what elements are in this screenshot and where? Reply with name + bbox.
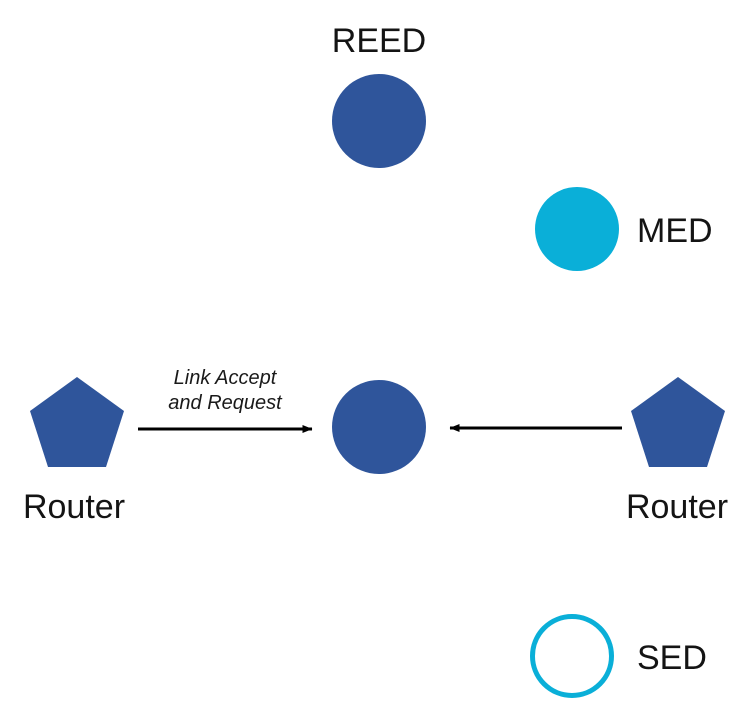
sed-label: SED <box>637 639 707 677</box>
node-router-right[interactable]: Router <box>626 377 728 526</box>
sed-circle-outline-icon[interactable] <box>530 614 614 698</box>
node-leader-center[interactable] <box>332 380 426 474</box>
reed-circle-icon[interactable] <box>332 74 426 168</box>
leader-circle-icon[interactable] <box>332 380 426 474</box>
router-right-pentagon-icon[interactable] <box>631 377 725 467</box>
node-sed[interactable]: SED <box>530 614 707 698</box>
med-circle-icon[interactable] <box>535 187 619 271</box>
node-router-left[interactable]: Router <box>23 377 125 526</box>
router-left-label: Router <box>23 488 125 526</box>
med-label: MED <box>637 212 713 250</box>
router-left-pentagon-icon[interactable] <box>30 377 124 467</box>
edge-label-line-1: Link Accept <box>174 367 278 389</box>
edge-label-line-2: and Request <box>168 392 283 414</box>
node-layer: REED MED Router Router <box>23 22 728 698</box>
node-med[interactable]: MED <box>535 187 713 271</box>
edge-layer: Link Accept and Request <box>138 367 622 433</box>
reed-label: REED <box>332 22 426 60</box>
router-right-label: Router <box>626 488 728 526</box>
node-reed[interactable]: REED <box>332 22 426 168</box>
edge-link-accept-and-request: Link Accept and Request <box>138 367 313 433</box>
